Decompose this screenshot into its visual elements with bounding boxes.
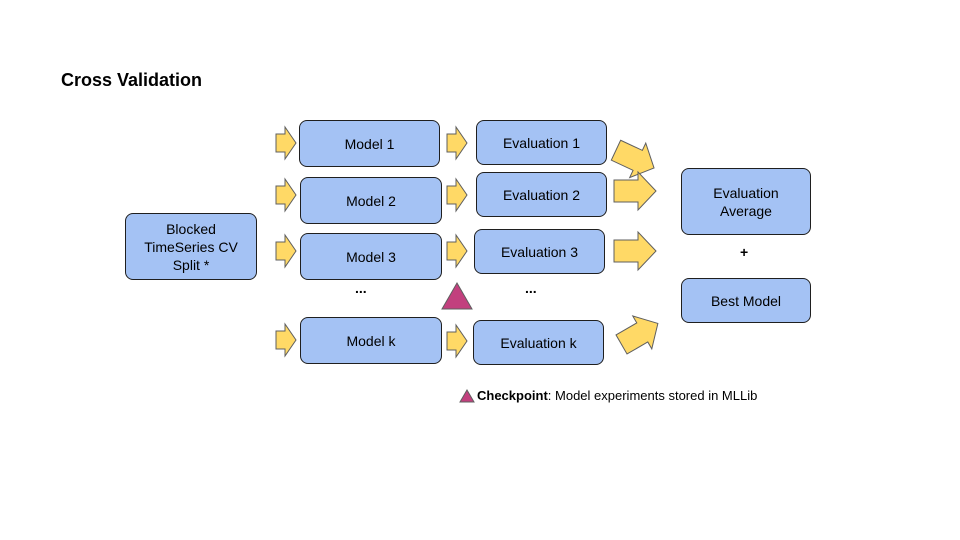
arrow-to-model-2: [275, 178, 297, 212]
evaluation-average-box: Evaluation Average: [681, 168, 811, 235]
plus-sign: +: [740, 244, 749, 260]
evaluation-1-box: Evaluation 1: [476, 120, 607, 165]
input-box-line-3: Split *: [172, 256, 210, 273]
model-1-box: Model 1: [299, 120, 440, 167]
arrow-eval-2-to-average: [613, 171, 657, 211]
page-title: Cross Validation: [61, 70, 203, 90]
average-box-line-1: Evaluation: [713, 184, 779, 201]
arrow-eval-3-to-average: [613, 231, 657, 271]
checkpoint-triangle-icon: [441, 281, 473, 310]
input-box-line-1: Blocked: [166, 220, 216, 237]
model-k-box: Model k: [300, 317, 442, 364]
average-box-line-2: Average: [720, 202, 772, 219]
arrow-eval-k-to-best-model: [611, 306, 668, 362]
input-box-line-2: TimeSeries CV: [144, 238, 238, 255]
legend-text: : Model experiments stored in MLLib: [547, 388, 758, 403]
arrow-eval-1-to-average: [607, 132, 663, 186]
arrow-to-evaluation-k: [446, 324, 468, 358]
legend-bold-label: Checkpoint: [477, 388, 548, 403]
evaluation-2-box: Evaluation 2: [476, 172, 607, 217]
arrow-to-model-3: [275, 234, 297, 268]
model-3-box: Model 3: [300, 233, 442, 280]
checkpoint-legend: Checkpoint: Model experiments stored in …: [459, 388, 757, 403]
best-model-box: Best Model: [681, 278, 811, 323]
arrow-to-evaluation-3: [446, 234, 468, 268]
arrow-to-model-k: [275, 323, 297, 357]
arrow-to-model-1: [275, 126, 297, 160]
blocked-timeseries-split-box: Blocked TimeSeries CV Split *: [125, 213, 257, 280]
arrow-to-evaluation-2: [446, 178, 468, 212]
arrow-to-evaluation-1: [446, 126, 468, 160]
evaluations-ellipsis: ...: [525, 280, 537, 296]
evaluation-3-box: Evaluation 3: [474, 229, 605, 274]
model-2-box: Model 2: [300, 177, 442, 224]
evaluation-k-box: Evaluation k: [473, 320, 604, 365]
models-ellipsis: ...: [355, 280, 367, 296]
legend-triangle-icon: [459, 388, 475, 402]
